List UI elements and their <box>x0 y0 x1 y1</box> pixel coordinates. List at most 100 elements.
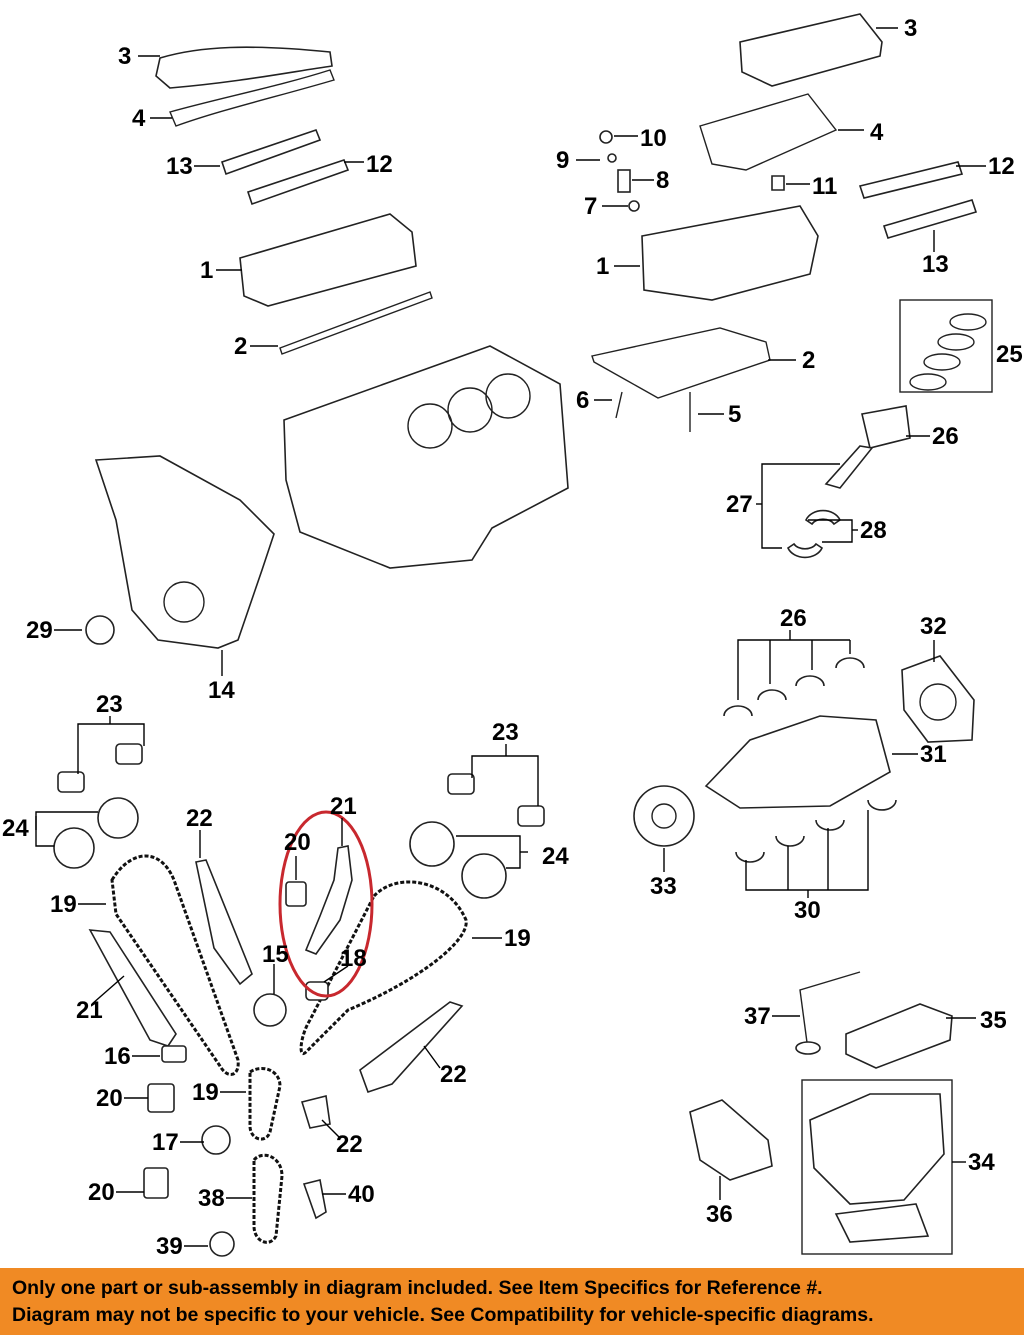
notice-banner: Only one part or sub-assembly in diagram… <box>0 1268 1024 1335</box>
callout-3: 3 <box>118 43 131 70</box>
callout-40: 40 <box>348 1181 375 1208</box>
callout-16: 16 <box>104 1043 131 1070</box>
timing-chain-oil-pump <box>248 1067 282 1141</box>
oil-pan <box>809 1093 945 1205</box>
callout-1: 1 <box>200 257 213 284</box>
callout-25: 25 <box>996 341 1023 368</box>
camshaft-left-upper <box>220 128 322 176</box>
windage-tray <box>845 1003 953 1069</box>
timing-chain-left <box>110 854 240 1076</box>
chain-guide-left <box>88 929 177 1047</box>
callout-21: 21 <box>330 793 357 820</box>
callout-22: 22 <box>440 1061 467 1088</box>
callout-24: 24 <box>542 843 569 870</box>
callout-3: 3 <box>904 15 917 42</box>
callout-22: 22 <box>336 1131 363 1158</box>
callout-2: 2 <box>802 347 815 374</box>
timing-chain-right <box>299 880 468 1056</box>
crank-bolt <box>161 1045 187 1063</box>
sensor-part <box>771 175 785 191</box>
callout-33: 33 <box>650 873 677 900</box>
crank-seal <box>85 615 115 645</box>
cam-phaser-right-2 <box>461 853 507 899</box>
main-bearing-7 <box>815 819 845 831</box>
callout-13: 13 <box>166 153 193 180</box>
callout-23: 23 <box>96 691 123 718</box>
valve-cover-right <box>739 13 883 87</box>
oil-control-valve-right-2 <box>517 805 545 827</box>
callout-21: 21 <box>76 997 103 1024</box>
cam-phaser-left-1 <box>97 797 139 839</box>
leader-lines <box>35 27 986 1247</box>
cam-phaser-right-1 <box>409 821 455 867</box>
main-bearing-8 <box>867 799 897 811</box>
callout-14: 14 <box>208 677 235 704</box>
callout-17: 17 <box>152 1129 179 1156</box>
chain-tensioner-highlighted <box>285 881 307 907</box>
callout-8: 8 <box>656 167 669 194</box>
main-bearing-4 <box>835 657 865 669</box>
chain-guide-small <box>300 1095 331 1129</box>
oil-pump <box>689 1099 773 1181</box>
cam-phaser-left-2 <box>53 827 95 869</box>
notice-line-2: Diagram may not be specific to your vehi… <box>12 1304 874 1326</box>
callout-34: 34 <box>968 1149 995 1176</box>
oil-pump-sprocket <box>201 1125 231 1155</box>
tensioner-lower-left <box>147 1083 175 1113</box>
main-bearing-5 <box>735 851 765 863</box>
rod-bearing-upper <box>804 509 842 526</box>
callout-38: 38 <box>198 1185 225 1212</box>
valve-nut <box>599 130 613 144</box>
chain-guide-right-fixed <box>359 1001 464 1094</box>
callout-19: 19 <box>50 891 77 918</box>
callout-32: 32 <box>920 613 947 640</box>
piston <box>861 405 911 449</box>
callout-11: 11 <box>812 173 837 200</box>
callout-6: 6 <box>576 387 589 414</box>
chain-guide-left-fixed <box>195 859 253 986</box>
head-gasket-right <box>591 327 771 399</box>
connecting-rod <box>824 445 874 489</box>
timing-chain-balance <box>252 1153 284 1244</box>
callout-20: 20 <box>284 829 311 856</box>
callout-35: 35 <box>980 1007 1007 1034</box>
callout-26: 26 <box>932 423 959 450</box>
oil-control-valve-left-2 <box>115 743 143 765</box>
cylinder-head-right <box>641 205 819 301</box>
tensioner-balance <box>143 1167 169 1199</box>
callout-20: 20 <box>96 1085 123 1112</box>
callout-19: 19 <box>192 1079 219 1106</box>
callout-37: 37 <box>744 1003 771 1030</box>
head-gasket-left <box>279 291 433 355</box>
camshaft-right-upper <box>858 161 964 199</box>
valve-cover-left <box>155 46 333 89</box>
engine-block <box>283 345 569 569</box>
oil-pan-lower <box>834 1203 930 1243</box>
cylinder-head-left <box>239 213 417 307</box>
callout-27: 27 <box>726 491 753 518</box>
callout-4: 4 <box>870 119 884 146</box>
chain-tensioner-arm-highlighted <box>304 845 353 955</box>
callout-24: 24 <box>2 815 29 842</box>
callout-39: 39 <box>156 1233 183 1260</box>
notice-line-1: Only one part or sub-assembly in diagram… <box>12 1277 823 1299</box>
camshaft-left-lower <box>246 159 350 206</box>
main-bearing-3 <box>795 675 825 687</box>
engine-parts-diagram: 3 4 13 12 1 2 29 14 3 4 12 13 10 9 8 7 1… <box>2 13 1023 1260</box>
callout-13: 13 <box>922 251 949 278</box>
valve-spring-seat <box>628 200 640 212</box>
valve-cover-gasket-right <box>699 93 838 171</box>
callout-9: 9 <box>556 147 569 174</box>
callout-23: 23 <box>492 719 519 746</box>
crankshaft <box>704 715 891 809</box>
rod-bearing-lower <box>786 542 824 559</box>
oil-control-valve-right-1 <box>447 773 475 795</box>
callout-12: 12 <box>988 153 1015 180</box>
callout-18: 18 <box>340 945 367 972</box>
callout-30: 30 <box>794 897 821 924</box>
oil-control-valve-left-1 <box>57 771 85 793</box>
main-bearing-6 <box>775 835 805 847</box>
valve-cover-gasket-left <box>169 69 335 127</box>
callout-4: 4 <box>132 105 146 132</box>
balance-sprocket <box>209 1231 235 1257</box>
